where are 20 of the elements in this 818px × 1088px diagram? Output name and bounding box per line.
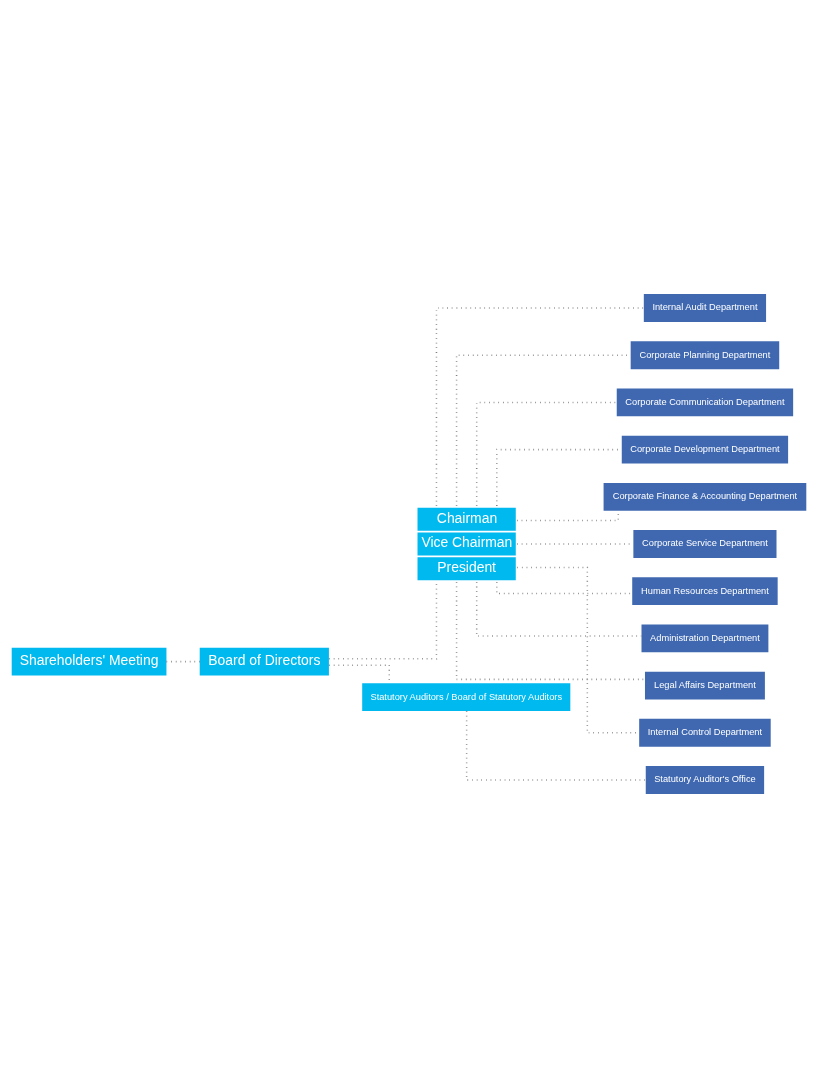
connector xyxy=(435,307,645,507)
node-box: Internal Control Department xyxy=(639,718,771,747)
connector xyxy=(328,581,438,660)
node-box: Board of Directors xyxy=(199,647,329,676)
node-box: Internal Audit Department xyxy=(643,294,767,322)
connector xyxy=(496,581,633,595)
connector xyxy=(455,581,646,681)
node-box: Statutory Auditor's Office xyxy=(645,766,765,794)
node-box: Corporate Development Department xyxy=(621,435,789,464)
node-box: Corporate Communication Department xyxy=(616,388,794,417)
node-box: Shareholders' Meeting xyxy=(11,647,167,676)
connector xyxy=(475,401,618,507)
node-box: Corporate Planning Department xyxy=(630,341,780,370)
connector xyxy=(465,710,647,781)
node-box: Legal Affairs Department xyxy=(645,671,765,700)
node-box: Statutory Auditors / Board of Statutory Auditors xyxy=(362,683,571,712)
node-box: Administration Department xyxy=(641,624,769,653)
node-box: Corporate Service Department xyxy=(633,530,777,558)
node-box: Corporate Finance & Accounting Department xyxy=(603,482,807,511)
node-box: Human Resources Department xyxy=(632,577,778,606)
